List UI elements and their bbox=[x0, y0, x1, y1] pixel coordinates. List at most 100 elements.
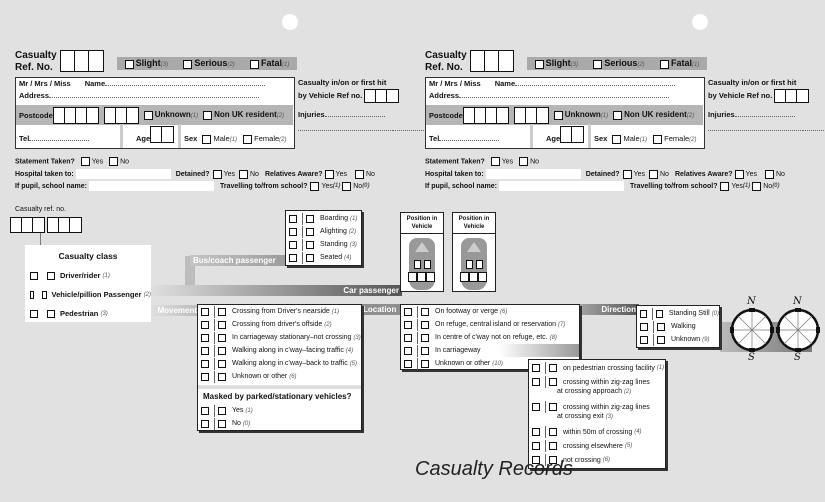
female-option[interactable]: Female(2) bbox=[243, 134, 287, 144]
casualty-class-option[interactable]: Driver/rider (1) bbox=[25, 266, 151, 285]
casualty-class-panel: Casualty class Driver/rider (1)Vehicle/p… bbox=[25, 245, 151, 322]
option-row[interactable]: Crossing from Driver's nearside (1) bbox=[198, 305, 361, 318]
ref-no-boxes[interactable] bbox=[60, 50, 104, 72]
address-field[interactable] bbox=[49, 97, 260, 98]
severity-option[interactable]: Fatal(1) bbox=[659, 58, 699, 69]
name-field[interactable] bbox=[105, 85, 266, 86]
casualty-class-option[interactable]: Vehicle/pillion Passenger (2) bbox=[25, 285, 151, 304]
postcode-boxes[interactable] bbox=[462, 106, 509, 124]
male-option[interactable]: Male(1) bbox=[612, 134, 647, 144]
address-field[interactable] bbox=[459, 97, 670, 98]
option-row[interactable]: In carriageway bbox=[401, 344, 579, 357]
postcode-boxes[interactable] bbox=[513, 106, 549, 124]
option-row[interactable]: Seated (4) bbox=[286, 251, 361, 264]
option-row[interactable]: Standing Still (0) bbox=[637, 307, 719, 320]
punch-hole bbox=[282, 14, 298, 30]
severity-option[interactable]: Slight(3) bbox=[534, 58, 578, 69]
injuries-field[interactable] bbox=[734, 116, 795, 117]
option-row[interactable]: Unknown or other (6) bbox=[198, 370, 361, 383]
direction-compass[interactable]: N S bbox=[776, 296, 820, 366]
injuries-field[interactable] bbox=[324, 116, 385, 117]
option-row[interactable]: Unknown (9) bbox=[637, 333, 719, 346]
severity-option[interactable]: Serious(2) bbox=[593, 58, 645, 69]
option-row[interactable]: Alighting (2) bbox=[286, 225, 361, 238]
severity-bar: Slight(3) Serious(2) Fatal(1) bbox=[527, 57, 707, 70]
tel-field[interactable] bbox=[29, 140, 90, 141]
crossing-option[interactable]: on pedestrian crossing facility (1) bbox=[529, 361, 665, 375]
movement-panel: Crossing from Driver's nearside (1)Cross… bbox=[197, 304, 362, 431]
school-field[interactable] bbox=[498, 181, 624, 191]
punch-hole bbox=[692, 14, 708, 30]
casualty-class-option[interactable]: Pedestrian (3) bbox=[25, 304, 151, 323]
option-row[interactable]: Unknown or other (10) bbox=[401, 357, 579, 370]
crossing-option[interactable]: within 50m of crossing (4) bbox=[529, 425, 665, 439]
postcode-boxes[interactable] bbox=[52, 106, 99, 124]
severity-option[interactable]: Serious(2) bbox=[183, 58, 235, 69]
option-row[interactable]: On footway or verge (6) bbox=[401, 305, 579, 318]
direction-panel: Standing Still (0)Walking Unknown (9) bbox=[636, 305, 720, 348]
bus-options-panel: Boarding (1)Alighting (2)Standing (3)Sea… bbox=[285, 210, 362, 266]
checkbox[interactable] bbox=[659, 59, 669, 69]
male-option[interactable]: Male(1) bbox=[202, 134, 237, 144]
checkbox[interactable] bbox=[593, 59, 603, 69]
hospital-field[interactable] bbox=[485, 169, 581, 179]
location-bar: Location bbox=[360, 304, 402, 315]
non-uk-option[interactable]: Non UK resident(2) bbox=[203, 110, 284, 120]
checkbox[interactable] bbox=[183, 59, 193, 69]
statement-row: Statement Taken? Yes No bbox=[425, 157, 540, 166]
vehicle-ref-boxes[interactable] bbox=[364, 89, 400, 103]
option-row[interactable]: Walking along in c'way–facing traffic (4… bbox=[198, 344, 361, 357]
crossing-option[interactable]: not crossing (6) bbox=[529, 453, 665, 467]
option-row[interactable]: In carriageway stationary–not crossing (… bbox=[198, 331, 361, 344]
car-icon bbox=[408, 238, 435, 290]
option-row[interactable]: Crossing from driver's offside (2) bbox=[198, 318, 361, 331]
option-row[interactable]: On refuge, central island or reservation… bbox=[401, 318, 579, 331]
option-row[interactable]: Boarding (1) bbox=[286, 212, 361, 225]
tel-field[interactable] bbox=[439, 140, 500, 141]
vehicle-ref-boxes[interactable] bbox=[774, 89, 810, 103]
ref-no-boxes[interactable] bbox=[470, 50, 514, 72]
location-panel: On footway or verge (6)On refuge, centra… bbox=[400, 304, 580, 370]
checkbox[interactable] bbox=[124, 59, 134, 69]
female-option[interactable]: Female(2) bbox=[653, 134, 697, 144]
severity-bar: Slight(3) Serious(2) Fatal(1) bbox=[117, 57, 297, 70]
school-field[interactable] bbox=[88, 181, 214, 191]
hospital-field[interactable] bbox=[75, 169, 171, 179]
pupil-row: If pupil, school name: Travelling to/fro… bbox=[15, 181, 370, 191]
crossing-option[interactable]: crossing elsewhere (5) bbox=[529, 439, 665, 453]
option-row[interactable]: Standing (3) bbox=[286, 238, 361, 251]
option-row[interactable]: Walking along in c'way–back to traffic (… bbox=[198, 357, 361, 370]
option-row[interactable]: In centre of c'way not on refuge, etc. (… bbox=[401, 331, 579, 344]
severity-option[interactable]: Slight(3) bbox=[124, 58, 168, 69]
checkbox[interactable] bbox=[534, 59, 544, 69]
vehicle-ref: Casualty in/on or first hit by Vehicle R… bbox=[298, 77, 488, 135]
option-row[interactable]: Yes (1) bbox=[198, 404, 361, 417]
casualty-ref-boxes[interactable] bbox=[10, 217, 82, 233]
option-row[interactable]: Walking bbox=[637, 320, 719, 333]
name-field[interactable] bbox=[515, 85, 676, 86]
severity-option[interactable]: Fatal(1) bbox=[249, 58, 289, 69]
compass-icon bbox=[730, 308, 774, 352]
unknown-option[interactable]: Unknown(1) bbox=[143, 110, 198, 120]
non-uk-option[interactable]: Non UK resident(2) bbox=[613, 110, 694, 120]
checkbox[interactable] bbox=[249, 59, 259, 69]
unknown-option[interactable]: Unknown(1) bbox=[553, 110, 608, 120]
option-row[interactable]: No (0) bbox=[198, 417, 361, 430]
age-boxes[interactable] bbox=[150, 126, 175, 143]
age-boxes[interactable] bbox=[560, 126, 585, 143]
bus-coach-bar: Bus/coach passenger bbox=[190, 255, 290, 266]
casualty-ref-label: Casualty ref. no. bbox=[15, 206, 66, 213]
crossing-panel: on pedestrian crossing facility (1)cross… bbox=[528, 359, 666, 469]
direction-compass[interactable]: N S bbox=[730, 296, 774, 366]
postcode-boxes[interactable] bbox=[103, 106, 139, 124]
